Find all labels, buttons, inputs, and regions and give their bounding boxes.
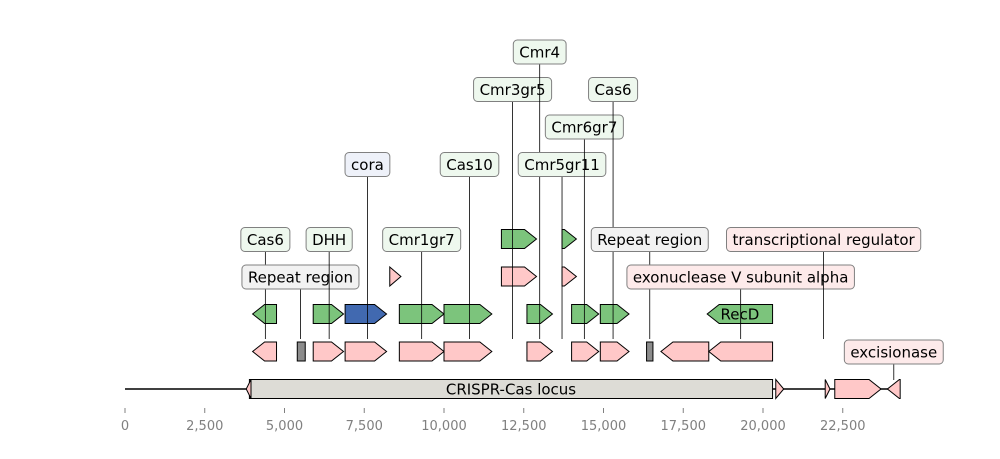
tick-label: 17,500 xyxy=(661,419,707,434)
feature-label-box xyxy=(843,339,944,365)
feature-label: Cmr6gr7 xyxy=(544,114,624,339)
feature-label-text: cora xyxy=(351,156,384,174)
feature-label: Repeat region xyxy=(590,227,709,339)
gene-feature xyxy=(500,229,538,249)
feature-label-box xyxy=(382,227,462,252)
feature-label-text: Cmr6gr7 xyxy=(551,119,617,137)
gene-feature xyxy=(561,229,578,249)
gene-feature xyxy=(886,379,901,399)
feature-label: Cmr5gr11 xyxy=(517,152,607,339)
gene-feature xyxy=(443,341,493,362)
gene-feature xyxy=(824,379,831,399)
feature-label-box xyxy=(473,77,553,102)
gene-feature xyxy=(296,341,306,362)
feature-label-box xyxy=(726,227,922,252)
feature-label: Cmr1gr7 xyxy=(382,227,462,339)
feature-label: cora xyxy=(344,152,391,339)
tick-label: 10,000 xyxy=(421,419,467,434)
tick-label: 2,500 xyxy=(186,419,223,434)
feature-label: Cmr4 xyxy=(512,39,567,339)
feature-label-text: transcriptional regulator xyxy=(733,231,916,249)
gene-feature xyxy=(834,379,882,399)
x-axis: 0 2,500 5,000 7,500 10,000 12,500 15,000 17,500… xyxy=(121,408,866,434)
feature-label: Repeat region xyxy=(241,264,360,339)
gene-feature xyxy=(526,341,554,362)
feature-label-box xyxy=(626,264,855,290)
feature-label-box xyxy=(512,39,567,65)
feature-label-text: Cas6 xyxy=(595,81,632,99)
tick-label: 22,500 xyxy=(820,419,866,434)
feature-label-box xyxy=(241,264,360,290)
gene-feature xyxy=(344,341,388,362)
gene-feature xyxy=(599,341,630,362)
feature-label-text: Cmr1gr7 xyxy=(389,231,455,249)
feature-label-text: Cas6 xyxy=(247,231,284,249)
feature-label-text: Cmr4 xyxy=(519,44,560,62)
feature-label-text: Cmr5gr11 xyxy=(524,156,600,174)
feature-label-text: Cmr3gr5 xyxy=(480,81,546,99)
locus-label: CRISPR-Cas locus xyxy=(446,381,576,399)
tick-label: 15,000 xyxy=(581,419,627,434)
gene-feature xyxy=(389,265,402,288)
gene-feature xyxy=(646,341,654,362)
gene-feature xyxy=(660,341,710,362)
tick-label: 0 xyxy=(121,419,129,434)
feature-label: excisionase xyxy=(843,339,944,380)
feature-label-box xyxy=(590,227,709,252)
gene-feature xyxy=(398,341,445,362)
feature-label-text: DHH xyxy=(312,231,346,249)
feature-label-text: Repeat region xyxy=(597,231,702,249)
feature-label-box xyxy=(439,152,500,177)
gene-feature xyxy=(707,341,774,362)
gene-feature xyxy=(251,341,278,362)
gene-feature xyxy=(500,266,538,287)
feature-label-text: Repeat region xyxy=(248,269,353,287)
feature-label-box xyxy=(517,152,607,177)
gene-feature xyxy=(599,304,630,324)
tick-label: 7,500 xyxy=(346,419,383,434)
feature-label: Cmr3gr5 xyxy=(473,77,553,339)
gene-feature xyxy=(571,304,600,324)
feature-label-box xyxy=(305,227,353,252)
gene-feature xyxy=(312,341,345,362)
gene-feature xyxy=(312,304,345,324)
feature-label: exonuclease V subunit alpha xyxy=(626,264,855,339)
features-layer: CRISPR-Cas locus RecD xyxy=(125,229,901,400)
gene-feature xyxy=(775,378,785,400)
gene-feature xyxy=(571,341,600,362)
feature-label: Cas10 xyxy=(439,152,500,339)
gene-feature xyxy=(561,266,578,287)
gene-feature xyxy=(251,304,278,324)
gene-feature xyxy=(443,304,493,324)
feature-label-text: exonuclease V subunit alpha xyxy=(633,269,849,287)
feature-label: transcriptional regulator xyxy=(726,227,922,339)
gene-feature xyxy=(706,304,774,324)
gene-feature xyxy=(245,379,252,399)
feature-label-box xyxy=(588,77,639,102)
tick-label: 12,500 xyxy=(501,419,547,434)
feature-label: Cas6 xyxy=(588,77,639,339)
tick-label: 5,000 xyxy=(266,419,303,434)
feature-label-box xyxy=(344,152,391,177)
feature-label-box xyxy=(544,114,624,140)
feature-inline-label: RecD xyxy=(720,306,759,324)
feature-label-text: excisionase xyxy=(850,344,937,362)
gene-feature xyxy=(344,304,388,324)
feature-label: DHH xyxy=(305,227,353,339)
feature-label-text: Cas10 xyxy=(446,156,493,174)
tick-label: 20,000 xyxy=(740,419,786,434)
feature-label-box xyxy=(240,227,291,252)
